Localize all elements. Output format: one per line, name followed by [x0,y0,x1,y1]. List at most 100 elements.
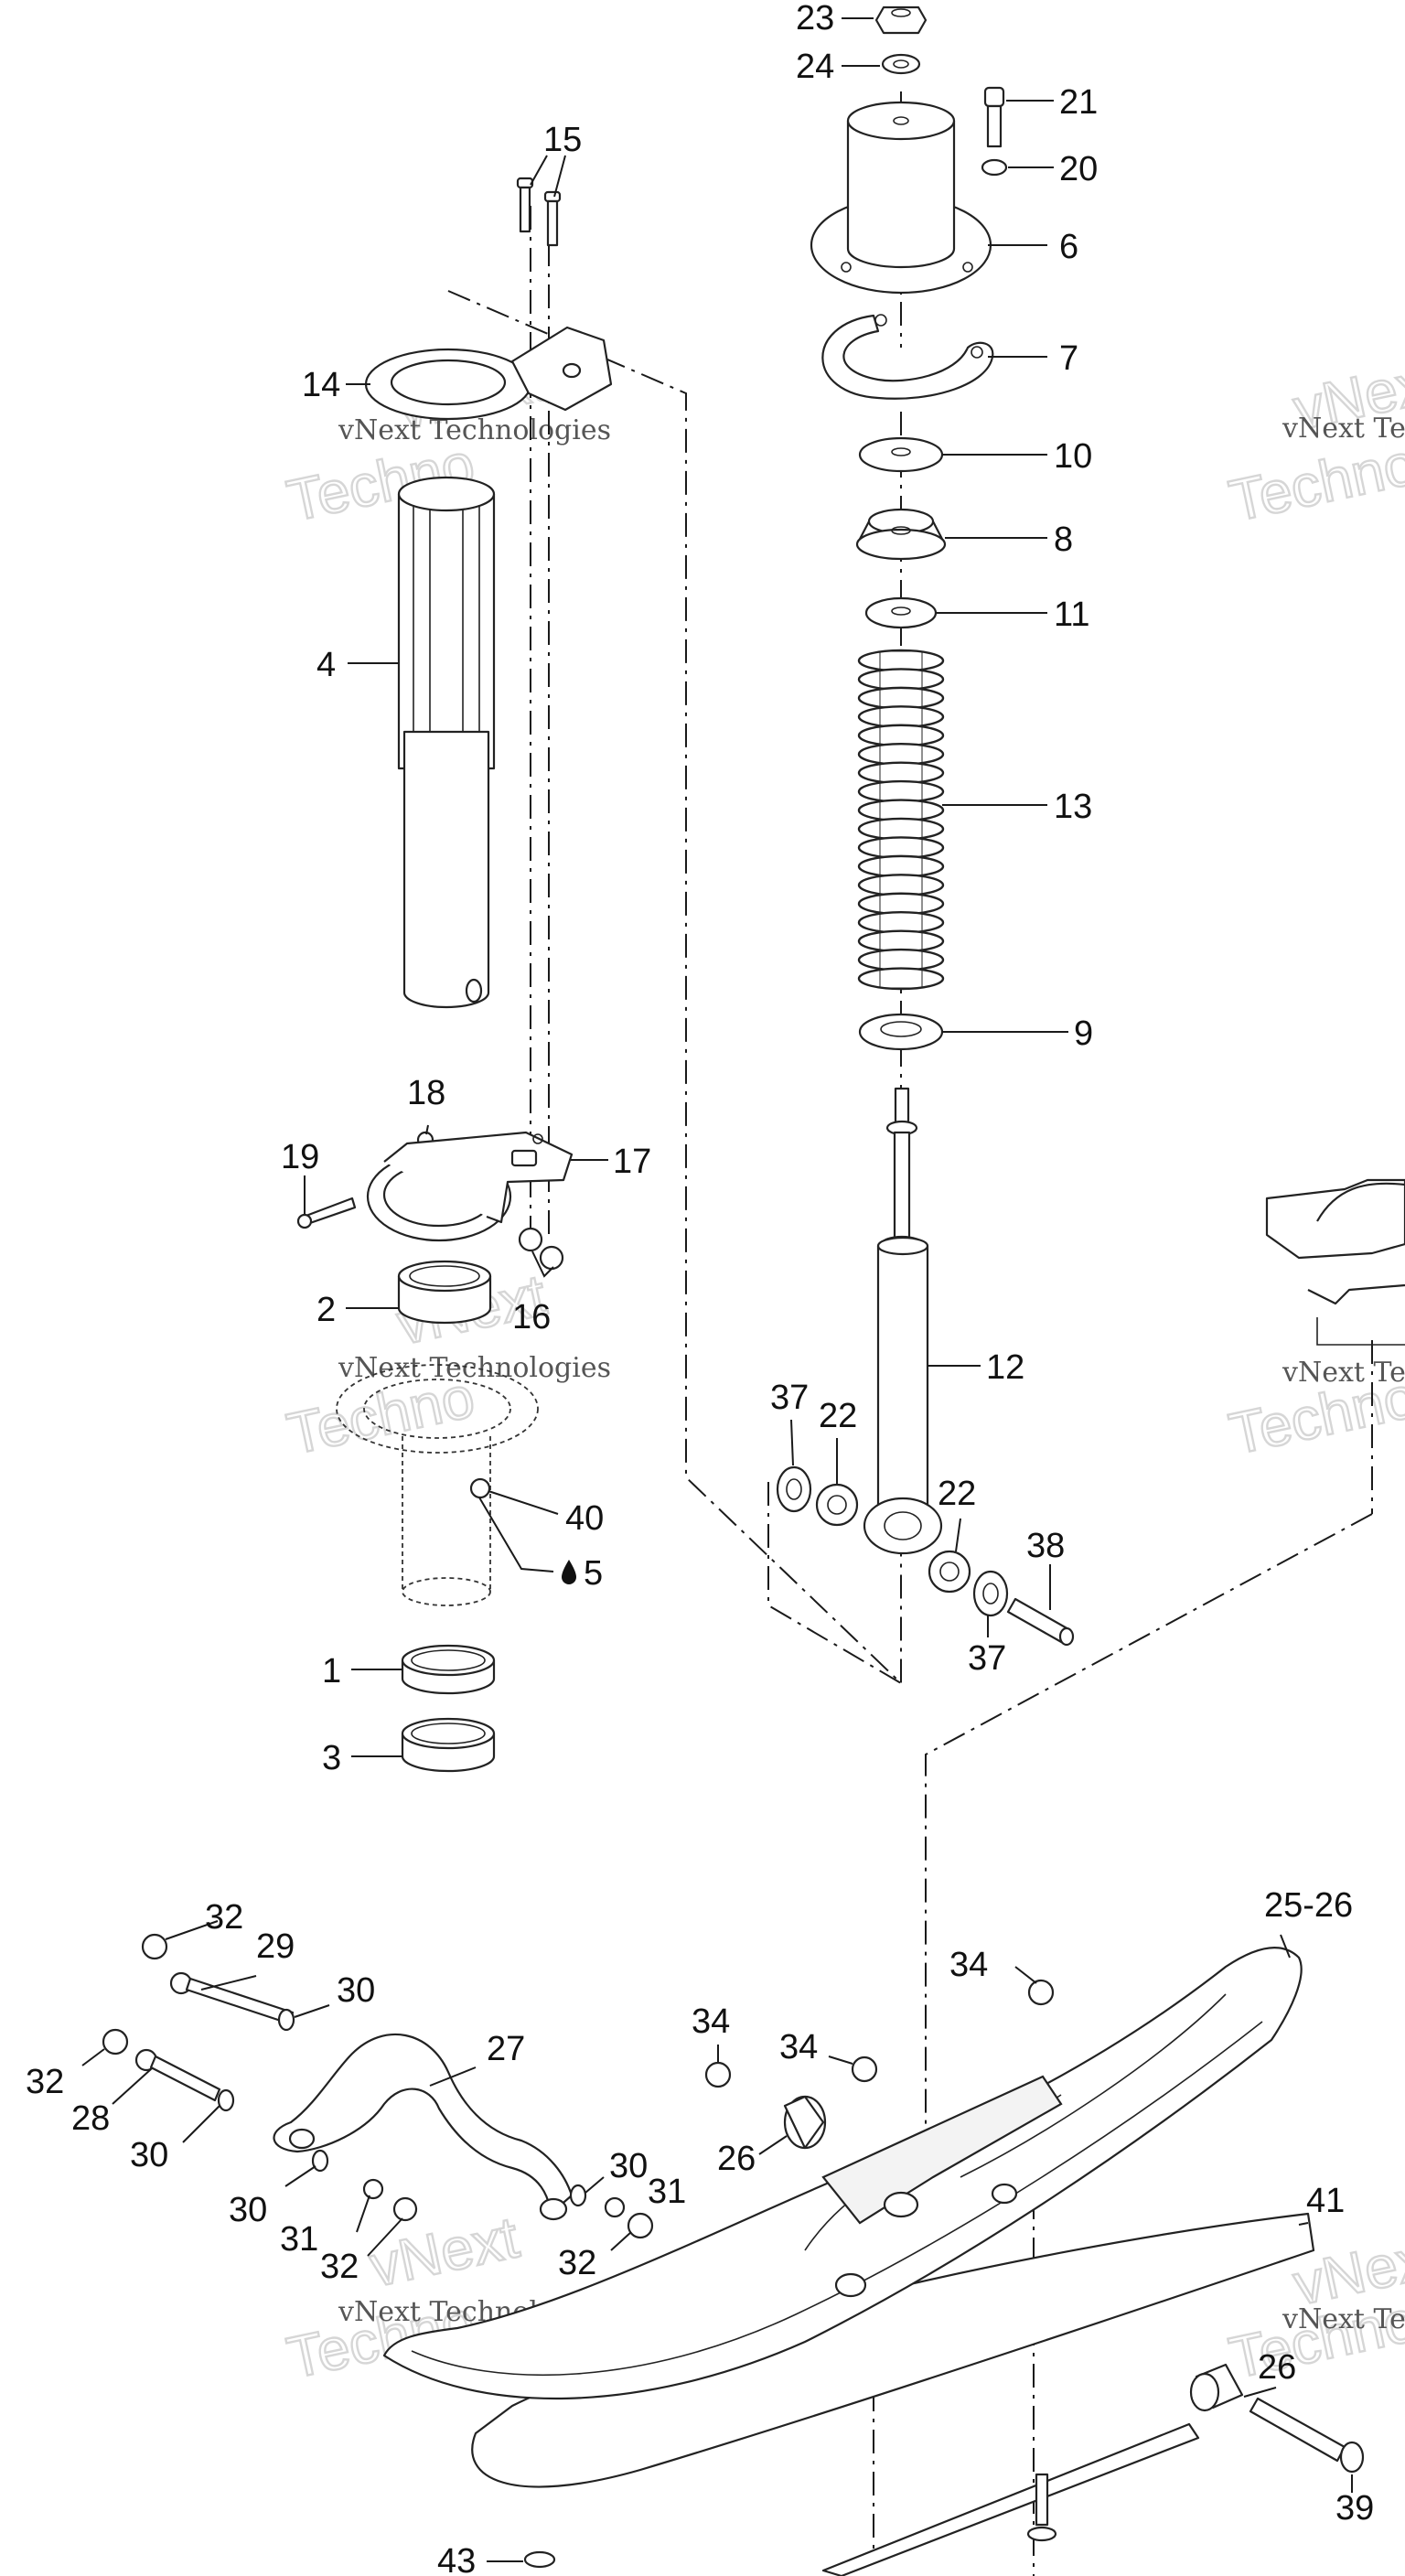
washer-30-set [217,2008,587,2207]
callout-32-left: 32 [26,2063,64,2101]
bushing-22-right [928,1550,971,1594]
spring-coil [857,874,945,896]
watermark-vnext-bottom: vNext [364,2204,524,2299]
spring-coil [857,929,945,953]
shock-absorber-12 [863,1087,943,1555]
callout-6: 6 [1059,228,1078,266]
nut-23 [874,5,928,35]
callout-22-left: 22 [819,1397,857,1435]
bushing-26-top [783,2095,827,2150]
callout-13: 13 [1054,788,1092,826]
callout-14: 14 [302,366,340,404]
nut-31-set [362,2178,626,2218]
carbide-runner [821,2422,1200,2576]
callout-29: 29 [256,1927,295,1966]
bushing-22-left [815,1483,859,1527]
callout-labels: 23 24 21 20 6 7 10 8 11 13 9 12 15 14 4 … [26,0,1374,2576]
washer-9 [858,1013,944,1051]
callout-31-right: 31 [648,2173,686,2211]
callout-30-right: 30 [609,2147,648,2185]
washer-37-left [776,1465,812,1513]
callout-5: 5 [584,1554,603,1593]
spring-coil [857,705,945,728]
spring-coil [857,967,945,991]
partial-bracket-right-edge [1265,1178,1405,1346]
nut-32-left [102,2028,129,2055]
callout-40: 40 [565,1499,604,1538]
callout-28: 28 [71,2099,110,2138]
ski-25-26 [382,1947,1303,2400]
bushing-3 [401,1717,496,1773]
callout-12: 12 [986,1348,1024,1387]
callout-30-top: 30 [337,1971,375,2010]
callout-16: 16 [512,1298,551,1336]
grease-fitting-40 [469,1477,491,1499]
spring-core [879,650,923,989]
nut-32-top [141,1933,168,1960]
callout-43: 43 [437,2542,476,2576]
spring-coil [857,779,945,803]
callout-9: 9 [1074,1014,1093,1053]
watermark-text-right: vNext Technologies [1282,413,1405,445]
upper-steering-bracket-14 [364,326,613,421]
shock-mount-cup-6 [810,101,992,295]
nut-34-top [1027,1979,1055,2006]
retaining-clip-7 [821,314,994,400]
ski-handle-27 [273,2033,574,2221]
callout-10: 10 [1054,437,1092,476]
watermark-text-bottom-right: vNext Technologies [1282,2303,1405,2335]
callout-4: 4 [316,646,336,684]
runner-stud [1026,2473,1057,2542]
callout-19: 19 [281,1138,319,1176]
nut-32-right [627,2212,654,2239]
callout-37-top: 37 [770,1379,809,1417]
callout-1: 1 [322,1652,341,1690]
bolt-15-pair [516,177,562,247]
spring-coil [857,668,945,692]
watermark-text-mid-right: vNext Technologies [1282,1357,1405,1389]
bolt-29 [169,1971,295,2025]
washer-37-right [972,1570,1009,1617]
washer-43 [523,2550,556,2569]
spring-coil [857,854,945,878]
callout-38: 38 [1026,1527,1065,1565]
lower-steering-bracket-17 [366,1131,574,1242]
callout-26-top: 26 [717,2140,756,2178]
spring-coil [857,743,945,766]
nut-34-left [704,2061,732,2088]
screw-19 [296,1197,357,1229]
callout-23: 23 [796,0,834,38]
callout-32-bottom: 32 [320,2248,359,2286]
spring-coil [857,686,945,710]
spring-coil [857,817,945,841]
bolt-39 [1249,2397,1365,2474]
bushing-26-right [1189,2363,1244,2412]
callout-18: 18 [407,1074,445,1112]
callout-32-right: 32 [558,2244,596,2282]
washer-20 [981,158,1008,177]
spring-coil [857,649,945,672]
spring-coil [857,836,945,860]
spring-coil [857,799,945,822]
oil-drop-icon [562,1560,576,1584]
callout-27: 27 [487,2030,525,2068]
callout-25-26: 25-26 [1264,1886,1353,1925]
spring-coil [857,761,945,785]
spring-coil [857,911,945,934]
callout-8: 8 [1054,521,1073,559]
callout-26-right: 26 [1258,2348,1296,2387]
bolt-28 [134,2048,221,2102]
callout-24: 24 [796,48,834,86]
callout-31-left: 31 [280,2220,318,2259]
spring-seat-8 [855,508,947,561]
callout-39: 39 [1335,2489,1374,2528]
callout-30-bottom: 30 [229,2191,267,2229]
callout-30-left: 30 [130,2136,168,2174]
callout-11: 11 [1054,596,1089,634]
callout-20: 20 [1059,150,1098,188]
spring-coil [857,892,945,916]
callout-17: 17 [613,1143,651,1181]
bushing-2 [397,1260,492,1325]
nut-16-pair [518,1227,564,1271]
